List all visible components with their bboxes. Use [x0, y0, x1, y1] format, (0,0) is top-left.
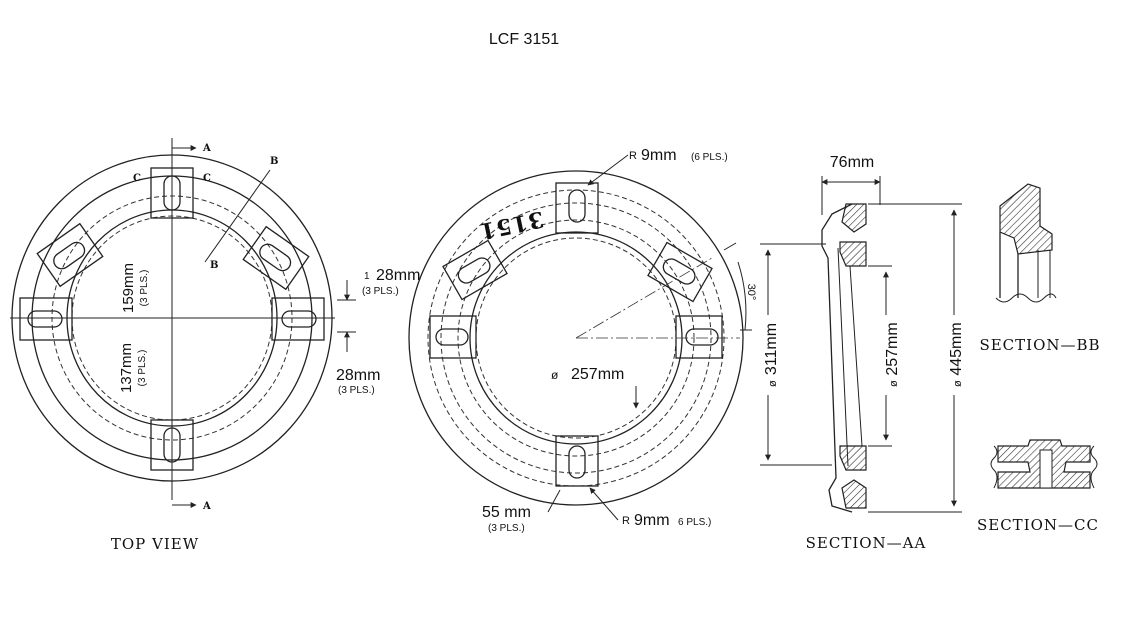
aa-dim-445-group: ø 445mm: [947, 315, 965, 395]
aa-top-seat: [839, 241, 867, 267]
bv-lug-upper-right: [647, 241, 713, 303]
dim-one: 1: [364, 271, 370, 282]
bv-r9-top: 9mm: [641, 147, 677, 164]
top-lug-upper-left: [36, 222, 104, 288]
bottom-view: 3151 30° R 9mm (6 PLS.) ø 257mm 55 mm (3…: [408, 147, 757, 534]
bv-outer-circle: [408, 170, 744, 506]
aa-dim-257-group: ø 257mm: [883, 315, 901, 395]
bv-dim-55-pls: (3 PLS.): [488, 523, 525, 534]
aa-dim-311: 311mm: [763, 323, 780, 375]
section-cc: SECTION—CC: [977, 439, 1099, 534]
bv-dia-prefix: ø: [551, 368, 559, 382]
dim-137-group: 137mm (3 PLS.): [118, 343, 148, 393]
bv-lug-right: [675, 315, 723, 359]
bv-casting-mark: 3151: [477, 205, 546, 244]
bv-lug-top: [555, 182, 599, 234]
aa-dim-445: 445mm: [948, 322, 965, 375]
section-a-bottom-label: A: [202, 501, 212, 512]
aa-bottom-flange: [841, 479, 867, 509]
bv-lug-bottom: [555, 435, 599, 487]
aa-dim-311-prefix: ø: [767, 380, 779, 387]
aa-dim-257: 257mm: [884, 322, 901, 375]
bv-dia-257: 257mm: [571, 366, 624, 383]
dim-28-bottom-pls: (3 PLS.): [338, 385, 375, 396]
top-view: A A B B C C 159mm (3 PLS.) 137mm (3 PLS.…: [10, 138, 420, 553]
bv-dim-55: 55 mm: [482, 504, 531, 521]
dim-159-group: 159mm (3 PLS.): [120, 263, 150, 313]
aa-dim-257-prefix: ø: [888, 380, 900, 387]
bv-r-prefix-bottom: R: [622, 515, 630, 527]
top-view-caption: TOP VIEW: [111, 535, 199, 553]
section-a-top-label: A: [202, 143, 212, 154]
top-lug-upper-right: [242, 225, 310, 291]
section-c-right-label: C: [203, 173, 212, 184]
bv-r9-top-pls: (6 PLS.): [691, 152, 728, 163]
dim-137: 137mm: [118, 343, 135, 393]
section-bb-caption: SECTION—BB: [979, 336, 1100, 354]
aa-bottom-seat: [839, 445, 867, 471]
section-aa-caption: SECTION—AA: [806, 534, 927, 552]
bv-r-prefix-top: R: [629, 150, 637, 162]
bv-angle-30: 30°: [745, 284, 757, 301]
section-cc-caption: SECTION—CC: [977, 516, 1099, 534]
aa-top-flange: [841, 203, 867, 233]
section-b-bottom-label: B: [210, 260, 219, 271]
bv-lug-upper-left: [442, 239, 508, 301]
section-bb: SECTION—BB: [979, 183, 1100, 354]
section-c-left-label: C: [133, 173, 142, 184]
dim-28-top-pls: (3 PLS.): [362, 286, 399, 297]
top-lug-left: [19, 297, 73, 341]
dim-28-bottom: 28mm: [336, 367, 380, 384]
bv-r9-bottom-pls: 6 PLS.): [678, 517, 711, 528]
dim-159: 159mm: [120, 263, 137, 313]
bv-r9-bottom: 9mm: [634, 512, 670, 529]
aa-dim-76: 76mm: [830, 154, 874, 171]
dim-28-top: 28mm: [376, 267, 420, 284]
bv-casting-mark-group: 3151: [477, 205, 546, 244]
aa-dim-445-prefix: ø: [952, 380, 964, 387]
bv-lug-left: [429, 315, 477, 359]
dim-137-pls: (3 PLS.): [137, 350, 148, 387]
section-b-top-label: B: [270, 156, 279, 167]
aa-dim-311-group: ø 311mm: [762, 315, 780, 395]
drawing-title: LCF 3151: [489, 31, 559, 48]
dim-159-pls: (3 PLS.): [139, 270, 150, 307]
bv-angle-group: 30°: [745, 284, 757, 301]
bb-profile: [999, 183, 1053, 255]
section-aa: 76mm ø 311mm ø 257mm: [760, 154, 965, 552]
top-lug-right: [271, 297, 325, 341]
bv-inner-dashed: [457, 219, 695, 457]
